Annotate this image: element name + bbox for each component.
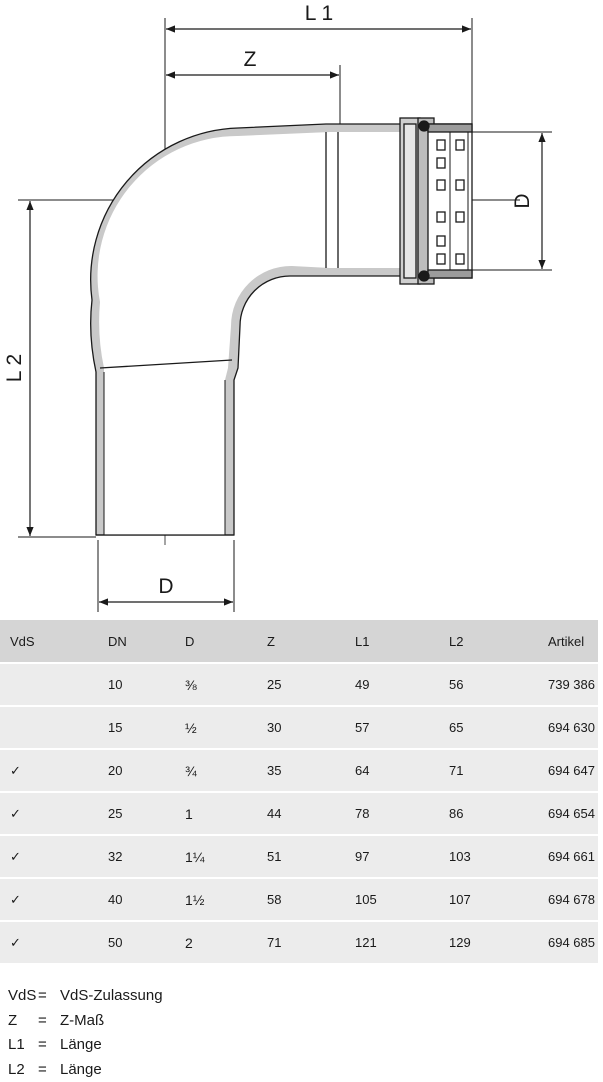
legend-equals: = bbox=[38, 1009, 60, 1034]
cell-z: 35 bbox=[267, 749, 355, 792]
legend-item: L2 = Länge bbox=[8, 1058, 163, 1082]
cell-dn: 15 bbox=[108, 706, 185, 749]
legend-item: Z = Z-Maß bbox=[8, 1009, 163, 1034]
fitting-body bbox=[91, 118, 472, 535]
cell-vds bbox=[0, 663, 108, 706]
cell-l1: 105 bbox=[355, 878, 449, 921]
header-l1: L1 bbox=[355, 620, 449, 663]
cell-artikel: 739 386 bbox=[548, 663, 598, 706]
legend-abbr: L1 bbox=[8, 1033, 38, 1058]
cell-l2: 56 bbox=[449, 663, 548, 706]
cell-l1: 57 bbox=[355, 706, 449, 749]
header-l2: L2 bbox=[449, 620, 548, 663]
legend-item: VdS = VdS-Zulassung bbox=[8, 984, 163, 1009]
cell-l1: 78 bbox=[355, 792, 449, 835]
cell-l2: 103 bbox=[449, 835, 548, 878]
cell-l1: 97 bbox=[355, 835, 449, 878]
elbow-fitting-drawing: L 1 Z L 2 D D bbox=[0, 0, 603, 615]
table-row: ✓ 50 2 71 121 129 694 685 bbox=[0, 921, 598, 963]
dimension-table: VdS DN D Z L1 L2 Artikel 10 ⅜ 25 49 56 7… bbox=[0, 620, 598, 963]
cell-l1: 121 bbox=[355, 921, 449, 963]
legend-abbr: VdS bbox=[8, 984, 38, 1009]
cell-z: 71 bbox=[267, 921, 355, 963]
cell-l2: 65 bbox=[449, 706, 548, 749]
legend-equals: = bbox=[38, 984, 60, 1009]
table-row: ✓ 20 ¾ 35 64 71 694 647 bbox=[0, 749, 598, 792]
legend-abbr: L2 bbox=[8, 1058, 38, 1082]
legend-text: VdS-Zulassung bbox=[60, 984, 163, 1009]
cell-artikel: 694 654 bbox=[548, 792, 598, 835]
legend-equals: = bbox=[38, 1058, 60, 1082]
header-artikel: Artikel bbox=[548, 620, 598, 663]
cell-d: 1¼ bbox=[185, 835, 267, 878]
d-bottom-label: D bbox=[158, 575, 173, 598]
cell-d: ⅜ bbox=[185, 663, 267, 706]
legend-text: Länge bbox=[60, 1058, 102, 1082]
cell-l1: 64 bbox=[355, 749, 449, 792]
legend-text: Z-Maß bbox=[60, 1009, 104, 1034]
cell-vds: ✓ bbox=[0, 792, 108, 835]
cell-dn: 25 bbox=[108, 792, 185, 835]
cell-dn: 50 bbox=[108, 921, 185, 963]
header-vds: VdS bbox=[0, 620, 108, 663]
l1-label: L 1 bbox=[305, 2, 333, 25]
legend-text: Länge bbox=[60, 1033, 102, 1058]
cell-artikel: 694 685 bbox=[548, 921, 598, 963]
cell-dn: 40 bbox=[108, 878, 185, 921]
header-d: D bbox=[185, 620, 267, 663]
cell-vds: ✓ bbox=[0, 835, 108, 878]
cell-d: 1½ bbox=[185, 878, 267, 921]
table-row: ✓ 40 1½ 58 105 107 694 678 bbox=[0, 878, 598, 921]
cell-l1: 49 bbox=[355, 663, 449, 706]
cell-dn: 20 bbox=[108, 749, 185, 792]
d-top-label: D bbox=[511, 193, 534, 208]
cell-artikel: 694 647 bbox=[548, 749, 598, 792]
l2-label: L 2 bbox=[3, 354, 26, 382]
legend-equals: = bbox=[38, 1033, 60, 1058]
cell-artikel: 694 678 bbox=[548, 878, 598, 921]
cell-l2: 129 bbox=[449, 921, 548, 963]
cell-l2: 86 bbox=[449, 792, 548, 835]
z-label: Z bbox=[244, 48, 257, 71]
cell-z: 44 bbox=[267, 792, 355, 835]
cell-d: ½ bbox=[185, 706, 267, 749]
cell-artikel: 694 630 bbox=[548, 706, 598, 749]
table-row: ✓ 25 1 44 78 86 694 654 bbox=[0, 792, 598, 835]
cell-z: 25 bbox=[267, 663, 355, 706]
cell-z: 58 bbox=[267, 878, 355, 921]
table-row: ✓ 32 1¼ 51 97 103 694 661 bbox=[0, 835, 598, 878]
table-header-row: VdS DN D Z L1 L2 Artikel bbox=[0, 620, 598, 663]
cell-dn: 32 bbox=[108, 835, 185, 878]
table-row: 10 ⅜ 25 49 56 739 386 bbox=[0, 663, 598, 706]
cell-d: 2 bbox=[185, 921, 267, 963]
cell-z: 30 bbox=[267, 706, 355, 749]
cell-vds: ✓ bbox=[0, 921, 108, 963]
cell-z: 51 bbox=[267, 835, 355, 878]
cell-artikel: 694 661 bbox=[548, 835, 598, 878]
cell-dn: 10 bbox=[108, 663, 185, 706]
cell-d: ¾ bbox=[185, 749, 267, 792]
cell-vds: ✓ bbox=[0, 749, 108, 792]
cell-vds bbox=[0, 706, 108, 749]
legend-item: L1 = Länge bbox=[8, 1033, 163, 1058]
cell-d: 1 bbox=[185, 792, 267, 835]
header-dn: DN bbox=[108, 620, 185, 663]
cell-vds: ✓ bbox=[0, 878, 108, 921]
legend-abbr: Z bbox=[8, 1009, 38, 1034]
table-row: 15 ½ 30 57 65 694 630 bbox=[0, 706, 598, 749]
legend: VdS = VdS-Zulassung Z = Z-Maß L1 = Länge… bbox=[8, 984, 163, 1082]
cell-l2: 107 bbox=[449, 878, 548, 921]
cell-l2: 71 bbox=[449, 749, 548, 792]
header-z: Z bbox=[267, 620, 355, 663]
